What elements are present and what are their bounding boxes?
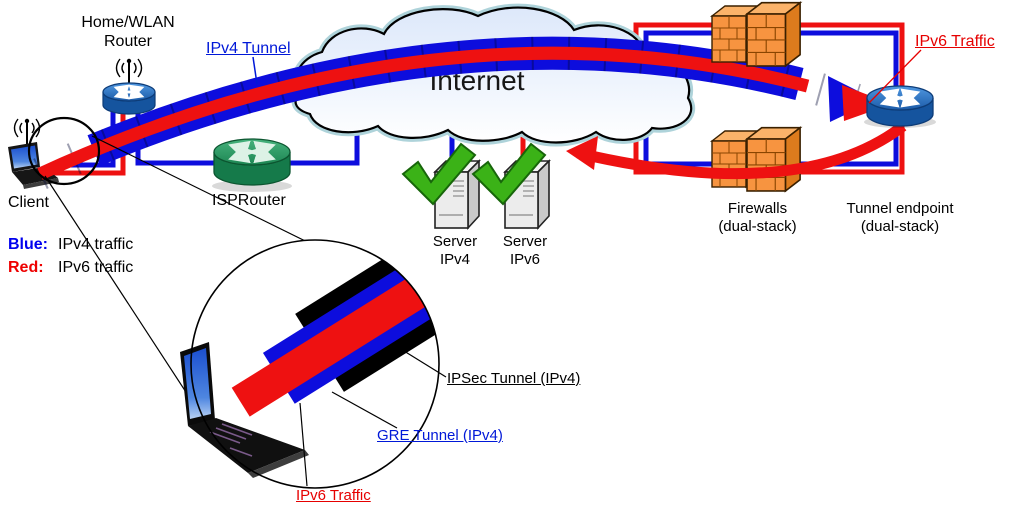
server-ipv6-icon [472,143,550,229]
legend-red-value: IPv6 traffic [58,259,134,276]
firewall-top-icon [711,1,801,67]
ipv6-traffic-zoom-label: IPv6 Traffic [296,487,371,505]
ipv4-tunnel-label-text: IPv4 Tunnel [206,40,291,57]
legend-red-key: Red: [8,259,44,276]
tunnel-endpoint-label: Tunnel endpoint (dual-stack) [822,200,978,236]
ipv6-layer-band [231,240,439,417]
ipv6-return-arrow [566,121,907,180]
router-arrows-icon [879,88,921,108]
server-ipv4-icon [402,143,480,229]
home-router-label: Home/WLAN Router [58,13,198,51]
firewalls-label: Firewalls (dual-stack) [690,200,825,236]
ipv4-tunnel-pointer [252,56,258,85]
firewalls-label-line1: Firewalls [727,200,788,217]
server-ipv6-label-line2: IPv6 [509,251,540,268]
client-label: Client [8,193,49,212]
client-laptop-icon [8,118,59,189]
wifi-waves-icon [115,58,143,78]
legend: Blue: IPv4 traffic Red: IPv6 traffic [8,233,133,279]
gre-pointer [331,391,398,429]
tunnel-endpoint-label-line2: (dual-stack) [860,218,940,235]
home-router-label-line1: Home/WLAN [81,14,175,31]
server-ipv4-label-line2: IPv4 [439,251,470,268]
isp-router-icon [212,138,292,192]
legend-row-blue: Blue: IPv4 traffic [8,233,133,256]
keyboard-keys [209,423,253,457]
ipv6-traffic-pointer [868,49,922,104]
server-ipv4-label: Server IPv4 [417,233,493,269]
router-arrows-icon [113,84,145,100]
ipsec-tunnel-label-text: IPSec Tunnel (IPv4) [447,370,581,387]
server-ipv6-label: Server IPv6 [487,233,563,269]
ipsec-pointer [403,350,447,378]
ipv6-zoom-pointer [299,402,308,487]
ipv6-traffic-top-label-text: IPv6 Traffic [915,33,995,50]
legend-blue-value: IPv4 traffic [58,236,134,253]
legend-blue-key: Blue: [8,236,48,253]
home-router-icon [102,58,156,115]
magnifier-circle [190,239,440,489]
annotation-pointers [252,49,922,487]
legend-row-red: Red: IPv6 traffic [8,256,133,279]
server-ipv4-label-line1: Server [432,233,478,250]
ipsec-tunnel-label: IPSec Tunnel (IPv4) [447,370,580,388]
tunnel-endpoint-router-icon [864,85,936,128]
isp-router-label: ISPRouter [212,191,286,210]
home-router-label-line2: Router [103,33,153,50]
ipv6-traffic-top-label: IPv6 Traffic [915,32,995,51]
server-ipv6-label-line1: Server [502,233,548,250]
client-label-text: Client [8,194,49,211]
isp-router-label-text: ISPRouter [212,192,286,209]
ipv6-traffic-zoom-label-text: IPv6 Traffic [296,487,371,504]
small-focus-circle [27,116,101,186]
gre-tunnel-label: GRE Tunnel (IPv4) [377,427,503,445]
zoom-laptop-icon [180,342,309,478]
router-arrows-icon [228,140,276,164]
gre-tunnel-label-text: GRE Tunnel (IPv4) [377,427,503,444]
ipv4-tunnel-label: IPv4 Tunnel [206,39,291,58]
firewalls-label-line2: (dual-stack) [718,218,797,235]
tunnel-endpoint-label-line1: Tunnel endpoint [846,200,954,217]
firewall-bottom-icon [711,126,801,192]
